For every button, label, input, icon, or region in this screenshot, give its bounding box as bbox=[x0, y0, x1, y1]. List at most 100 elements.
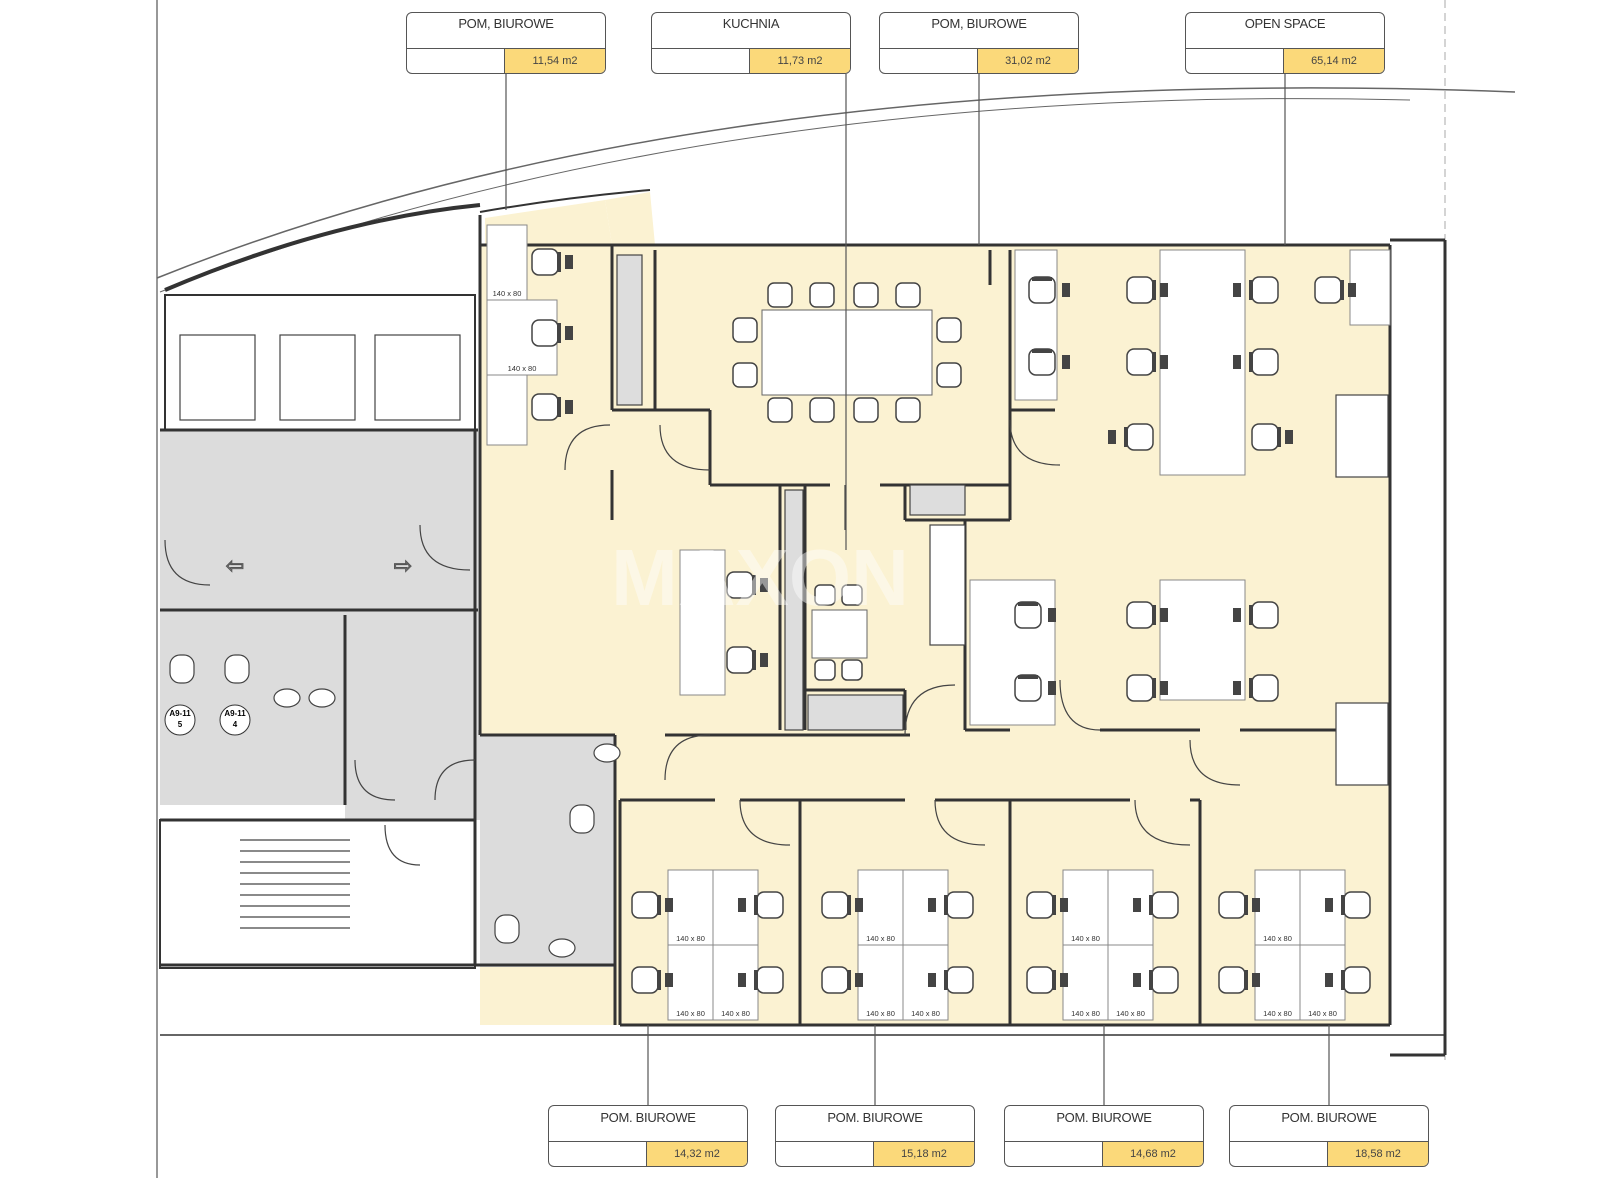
monitor-icon bbox=[1233, 681, 1241, 695]
monitor-icon bbox=[1160, 681, 1168, 695]
chair bbox=[531, 248, 559, 276]
chair bbox=[1251, 348, 1279, 376]
door-swing bbox=[419, 524, 471, 571]
chair-back bbox=[1018, 602, 1038, 606]
chair-back bbox=[754, 895, 758, 915]
monitor-icon bbox=[665, 973, 673, 987]
chair bbox=[814, 659, 836, 681]
chair bbox=[821, 891, 849, 919]
curved-glazing bbox=[164, 203, 481, 292]
wc-label-4: A9-11 4 bbox=[219, 704, 251, 736]
desk bbox=[1107, 869, 1154, 946]
wc-label-text: A9-11 bbox=[224, 709, 246, 718]
sink-icon bbox=[548, 938, 576, 958]
elevator-lobby bbox=[164, 294, 476, 431]
chair bbox=[895, 397, 921, 423]
chair bbox=[936, 317, 962, 343]
kitchen-table bbox=[811, 609, 868, 659]
chair-back bbox=[1152, 352, 1156, 372]
monitor-icon bbox=[1325, 973, 1333, 987]
monitor-icon bbox=[1108, 430, 1116, 444]
monitor-icon bbox=[1325, 898, 1333, 912]
room-label-office-2: POM, BIUROWE 31,02 m2 bbox=[879, 12, 1079, 74]
chair bbox=[1218, 891, 1246, 919]
chair bbox=[1026, 966, 1054, 994]
desk bbox=[1299, 869, 1346, 946]
chair-back bbox=[1277, 427, 1281, 447]
monitor-icon bbox=[1233, 283, 1241, 297]
desk bbox=[1062, 944, 1109, 1021]
wc-label-5: A9-11 5 bbox=[164, 704, 196, 736]
room-label-office-1: POM, BIUROWE 11,54 m2 bbox=[406, 12, 606, 74]
chair bbox=[1251, 276, 1279, 304]
monitor-icon bbox=[1160, 283, 1168, 297]
monitor-icon bbox=[855, 973, 863, 987]
desk bbox=[1014, 249, 1058, 401]
chair-back bbox=[754, 970, 758, 990]
chair bbox=[1126, 601, 1154, 629]
chair bbox=[946, 966, 974, 994]
chair bbox=[946, 891, 974, 919]
monitor-icon bbox=[1048, 681, 1056, 695]
chair-back bbox=[657, 970, 661, 990]
monitor-icon bbox=[1285, 430, 1293, 444]
chair bbox=[1126, 674, 1154, 702]
curved-facade bbox=[156, 87, 1516, 279]
door-swing bbox=[384, 824, 421, 866]
desk bbox=[712, 869, 759, 946]
monitor-icon bbox=[760, 578, 768, 592]
monitor-icon bbox=[855, 898, 863, 912]
chair bbox=[1126, 423, 1154, 451]
furniture: 140 x 80 140 x 80 140 x 80 140 x 80 140 x 80… bbox=[486, 224, 1391, 1021]
chair-back bbox=[1152, 280, 1156, 300]
chair bbox=[841, 584, 863, 606]
desk bbox=[902, 944, 949, 1021]
wc-label-number: 5 bbox=[178, 720, 183, 729]
door-swing bbox=[934, 799, 986, 846]
door-swing bbox=[1134, 799, 1191, 846]
door-swing bbox=[564, 424, 611, 471]
chair bbox=[631, 891, 659, 919]
desk-size-label: 140 x 80 bbox=[508, 364, 537, 373]
monitor-icon bbox=[1062, 355, 1070, 369]
desk bbox=[902, 869, 949, 946]
chair bbox=[936, 362, 962, 388]
chair bbox=[767, 282, 793, 308]
chair-back bbox=[1124, 427, 1128, 447]
desk-size-label: 140 x 80 bbox=[1071, 1009, 1100, 1018]
wc-label-text: A9-11 bbox=[169, 709, 191, 718]
desk bbox=[1159, 249, 1246, 476]
chair-back bbox=[1340, 280, 1344, 300]
chair-back bbox=[847, 970, 851, 990]
desk-size-label: 140 x 80 bbox=[1263, 934, 1292, 943]
room-label-office-5: POM. BIUROWE 14,68 m2 bbox=[1004, 1105, 1204, 1167]
desk bbox=[857, 944, 904, 1021]
chair-back bbox=[1052, 970, 1056, 990]
kitchenette bbox=[929, 524, 966, 646]
chair bbox=[809, 282, 835, 308]
chair-back bbox=[557, 252, 561, 272]
monitor-icon bbox=[760, 653, 768, 667]
chair bbox=[631, 966, 659, 994]
desk-size-label: 140 x 80 bbox=[1263, 1009, 1292, 1018]
desk bbox=[679, 549, 726, 696]
room-name: POM. BIUROWE bbox=[1230, 1106, 1428, 1142]
room-area: 11,73 m2 bbox=[749, 49, 850, 73]
chair-back bbox=[1032, 277, 1052, 281]
sink-icon bbox=[273, 688, 301, 708]
desk-size-label: 140 x 80 bbox=[866, 934, 895, 943]
chair bbox=[1151, 966, 1179, 994]
chair bbox=[1151, 891, 1179, 919]
toilet-icon bbox=[569, 804, 595, 834]
monitor-icon bbox=[565, 326, 573, 340]
elevator-shaft bbox=[279, 334, 356, 421]
desk-size-label: 140 x 80 bbox=[493, 289, 522, 298]
toilet-icon bbox=[169, 654, 195, 684]
room-name: POM. BIUROWE bbox=[776, 1106, 974, 1142]
door-swing bbox=[1009, 419, 1061, 466]
chair bbox=[1251, 601, 1279, 629]
room-area: 14,32 m2 bbox=[646, 1142, 747, 1166]
chair-back bbox=[1249, 352, 1253, 372]
room-area: 11,54 m2 bbox=[504, 49, 605, 73]
